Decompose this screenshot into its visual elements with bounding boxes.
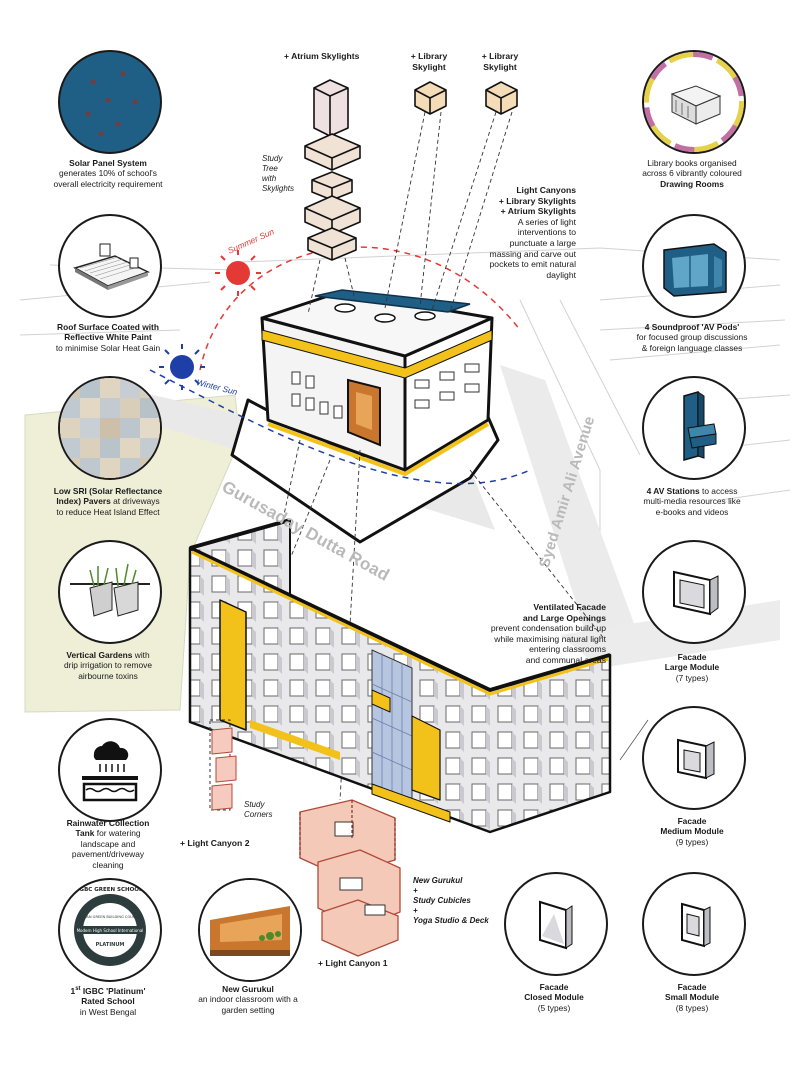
medium-caption: Facade Medium Module (9 types) (660, 816, 724, 847)
facade-medium-module-icon (642, 706, 746, 810)
svg-text:IGBC GREEN SCHOOL: IGBC GREEN SCHOOL (78, 887, 143, 893)
light-canyons-callout: Light Canyons + Library Skylights + Atri… (489, 185, 576, 280)
gurukul-caption: New Gurukul an indoor classroom with a g… (198, 984, 298, 1015)
gurukul-stack-label: New Gurukul + Study Cubicles + Yoga Stud… (413, 876, 489, 925)
closed-caption: Facade Closed Module (5 types) (524, 982, 584, 1013)
summer-sun-icon (215, 250, 261, 296)
winter-sun-path (149, 369, 531, 485)
svg-text:PLATINUM: PLATINUM (96, 942, 125, 948)
igbc-caption: 1st IGBC 'Platinum' Rated School in West… (70, 985, 146, 1017)
solar-caption: Solar Panel System generates 10% of scho… (53, 158, 163, 189)
pavers-caption: Low SRI (Solar Reflectance Index) Pavers… (53, 486, 163, 517)
facade-small-module-icon (642, 872, 746, 976)
library-drawing-rooms-icon (642, 50, 746, 154)
library-skylight-cubes (414, 81, 518, 115)
upper-building (230, 289, 500, 544)
pavers-icon (58, 376, 162, 480)
gurukul-classroom-icon (198, 878, 302, 982)
atrium-skylights-label: + Atrium Skylights (284, 51, 360, 61)
solar-panel-icon (58, 50, 162, 154)
facade-closed-module-icon (504, 872, 608, 976)
library-caption: Library books organised across 6 vibrant… (642, 158, 742, 189)
rainwater-caption: Rainwater Collection Tank for watering l… (66, 818, 150, 870)
av-station-icon (642, 376, 746, 480)
small-caption: Facade Small Module (8 types) (665, 982, 719, 1013)
study-tree-label: Study Tree with Skylights (262, 154, 295, 193)
large-caption: Facade Large Module (7 types) (664, 652, 720, 683)
light-canyon-1-label: + Light Canyon 1 (318, 958, 388, 968)
facade-large-module-icon (642, 540, 746, 644)
roof-caption: Roof Surface Coated with Reflective Whit… (55, 322, 161, 353)
av-pods-icon (642, 214, 746, 318)
light-canyon-1-stack (299, 799, 401, 957)
svg-text:Modern High School Internation: Modern High School International (77, 928, 144, 933)
gardens-caption: Vertical Gardens with drip irrigation to… (64, 650, 152, 681)
vertical-garden-icon (58, 540, 162, 644)
roof-surface-icon (58, 214, 162, 318)
av-caption: 4 AV Stations to access multi-media reso… (643, 486, 741, 517)
light-canyon-2-stack (209, 719, 237, 811)
rainwater-tank-icon (58, 718, 162, 822)
light-canyon-2-label: + Light Canyon 2 (180, 838, 250, 848)
study-tree-stack (304, 79, 361, 261)
winter-sun-icon (159, 344, 205, 390)
svg-text:INDIAN GREEN BUILDING COUNCIL: INDIAN GREEN BUILDING COUNCIL (79, 915, 141, 919)
ventilated-facade-callout: Ventilated Facade and Large Openings pre… (490, 602, 606, 665)
pods-caption: 4 Soundproof 'AV Pods' for focused group… (636, 322, 748, 353)
syed-road-band (500, 365, 640, 662)
igbc-seal-icon: Modern High School International PLATINU… (58, 878, 162, 982)
lower-building (188, 518, 612, 834)
